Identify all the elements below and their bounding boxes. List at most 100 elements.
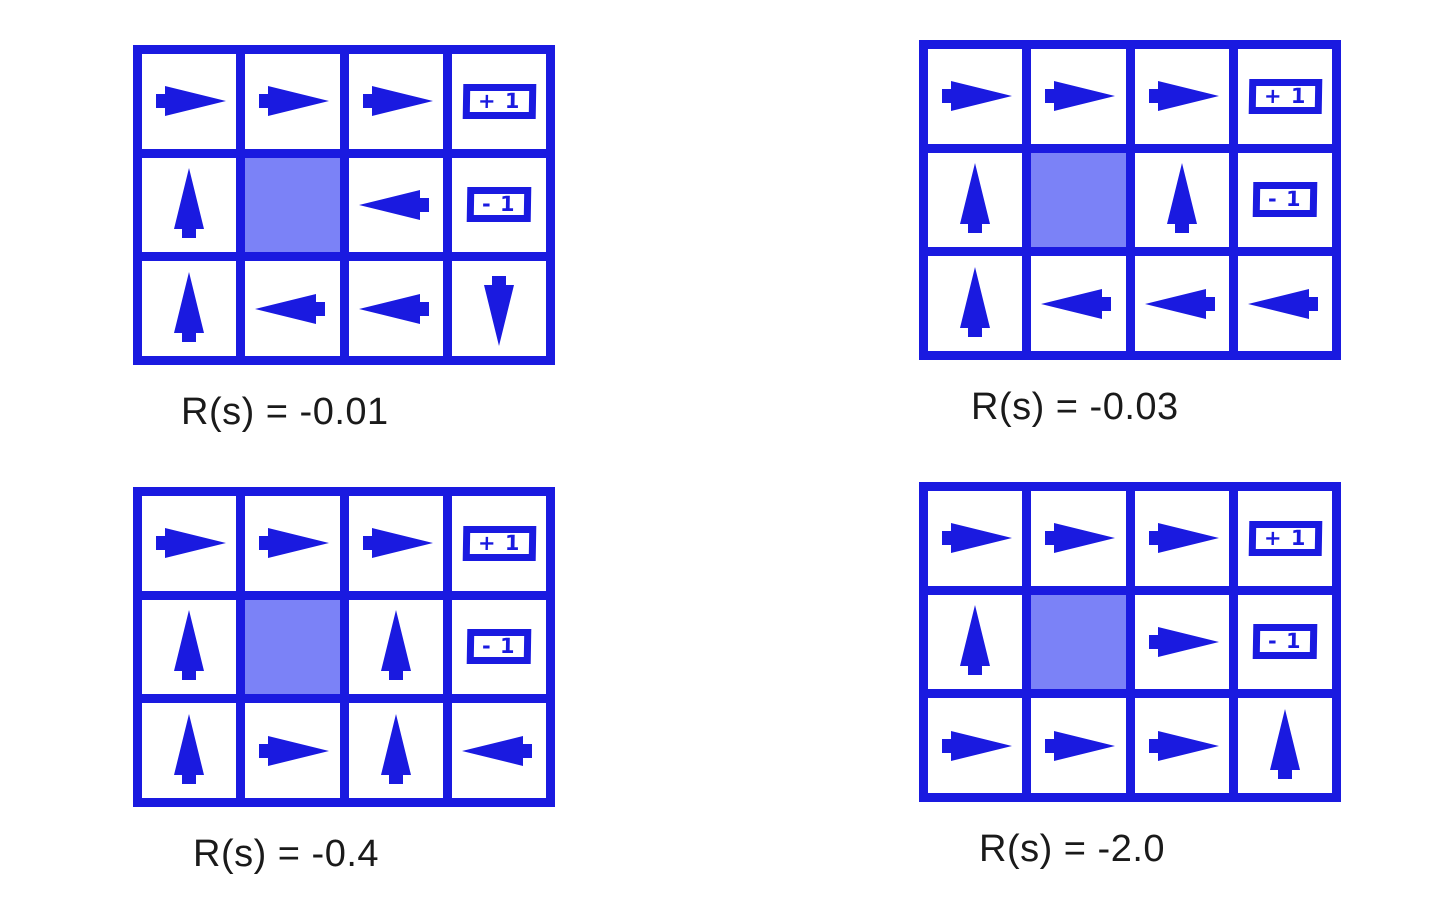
grid-cell-action-up[interactable] — [142, 261, 237, 356]
panel-caption: R(s) = -2.0 — [979, 828, 1166, 870]
arrow-right-icon — [259, 735, 330, 766]
grid-cell-action-right[interactable] — [1134, 698, 1229, 793]
arrow-right-icon — [1045, 730, 1116, 761]
terminal-positive-reward-box: + 1 — [462, 83, 536, 119]
policy-panel: + 1 - 1 R(s) = -2.0 — [724, 450, 1449, 901]
arrow-right-icon — [1045, 81, 1116, 112]
arrow-up-icon — [960, 162, 991, 233]
grid-cell-action-right[interactable] — [142, 496, 237, 591]
grid-cell-terminal-negative[interactable]: - 1 — [451, 599, 546, 695]
grid-cell-action-up[interactable] — [142, 703, 237, 798]
policy-grid-wrapper: + 1 - 1 — [919, 40, 1341, 360]
grid-cell-action-right[interactable] — [1031, 491, 1126, 586]
arrow-right-icon — [1148, 523, 1219, 554]
grid-cell-wall[interactable] — [245, 599, 340, 695]
arrow-up-icon — [1269, 708, 1300, 779]
grid-cell-action-right[interactable] — [142, 54, 237, 149]
grid-cell-action-right[interactable] — [245, 703, 340, 798]
terminal-positive-reward-box: + 1 — [1248, 520, 1322, 556]
grid-cell-terminal-positive[interactable]: + 1 — [1237, 491, 1332, 586]
arrow-up-icon — [174, 609, 205, 680]
panel-caption: R(s) = -0.4 — [193, 833, 380, 875]
grid-cell-action-up[interactable] — [1134, 152, 1229, 248]
arrow-right-icon — [1148, 81, 1219, 112]
terminal-negative-reward-box: - 1 — [1252, 624, 1317, 660]
grid-cell-action-right[interactable] — [1031, 698, 1126, 793]
grid-cell-action-right[interactable] — [1134, 49, 1229, 144]
arrow-left-icon — [255, 293, 326, 324]
terminal-negative-reward-box: - 1 — [466, 629, 531, 665]
grid-cell-action-up[interactable] — [348, 703, 443, 798]
grid-cell-action-right[interactable] — [348, 496, 443, 591]
policy-grid-wrapper: + 1 - 1 — [133, 45, 555, 365]
grid-cell-action-left[interactable] — [348, 261, 443, 356]
grid-cell-action-up[interactable] — [1237, 698, 1332, 793]
panel-caption: R(s) = -0.03 — [971, 386, 1179, 428]
grid-cell-action-right[interactable] — [1031, 49, 1126, 144]
grid-cell-action-left[interactable] — [1237, 256, 1332, 351]
grid-cell-action-left[interactable] — [245, 261, 340, 356]
panel-caption: R(s) = -0.01 — [181, 391, 389, 433]
grid-cell-action-up[interactable] — [928, 256, 1023, 351]
grid-cell-action-right[interactable] — [245, 496, 340, 591]
policy-grid: + 1 - 1 — [919, 40, 1341, 360]
grid-cell-terminal-negative[interactable]: - 1 — [1237, 594, 1332, 690]
arrow-right-icon — [1148, 626, 1219, 657]
grid-cell-wall[interactable] — [1031, 152, 1126, 248]
grid-cell-action-up[interactable] — [928, 594, 1023, 690]
grid-cell-terminal-positive[interactable]: + 1 — [1237, 49, 1332, 144]
grid-cell-action-up[interactable] — [928, 152, 1023, 248]
arrow-up-icon — [380, 609, 411, 680]
grid-cell-wall[interactable] — [1031, 594, 1126, 690]
arrow-up-icon — [174, 713, 205, 784]
arrow-right-icon — [259, 528, 330, 559]
grid-cell-action-left[interactable] — [451, 703, 546, 798]
arrow-left-icon — [1144, 288, 1215, 319]
grid-cell-action-left[interactable] — [1134, 256, 1229, 351]
arrow-right-icon — [362, 528, 433, 559]
policy-panel: + 1 - 1 R(s) = -0.01 — [0, 0, 724, 450]
arrow-left-icon — [1041, 288, 1112, 319]
policy-grid: + 1 - 1 — [919, 482, 1341, 802]
grid-cell-action-left[interactable] — [348, 157, 443, 253]
arrow-down-icon — [483, 275, 514, 346]
policy-grid-wrapper: + 1 - 1 — [919, 482, 1341, 802]
grid-cell-terminal-negative[interactable]: - 1 — [451, 157, 546, 253]
grid-cell-action-right[interactable] — [1134, 491, 1229, 586]
arrow-right-icon — [156, 86, 227, 117]
arrow-left-icon — [1247, 288, 1318, 319]
grid-cell-action-right[interactable] — [928, 491, 1023, 586]
grid-cell-action-right[interactable] — [348, 54, 443, 149]
arrow-up-icon — [174, 271, 205, 342]
policy-grid-wrapper: + 1 - 1 — [133, 487, 555, 807]
arrow-left-icon — [358, 293, 429, 324]
grid-cell-action-up[interactable] — [142, 157, 237, 253]
grid-cell-action-right[interactable] — [928, 698, 1023, 793]
grid-cell-terminal-positive[interactable]: + 1 — [451, 54, 546, 149]
grid-cell-terminal-negative[interactable]: - 1 — [1237, 152, 1332, 248]
arrow-up-icon — [960, 266, 991, 337]
grid-cell-terminal-positive[interactable]: + 1 — [451, 496, 546, 591]
arrow-up-icon — [174, 167, 205, 238]
grid-cell-action-right[interactable] — [245, 54, 340, 149]
arrow-right-icon — [1148, 730, 1219, 761]
grid-cell-wall[interactable] — [245, 157, 340, 253]
arrow-up-icon — [1166, 162, 1197, 233]
grid-cell-action-down[interactable] — [451, 261, 546, 356]
arrow-right-icon — [942, 81, 1013, 112]
arrow-right-icon — [156, 528, 227, 559]
grid-cell-action-right[interactable] — [1134, 594, 1229, 690]
terminal-positive-reward-box: + 1 — [1248, 78, 1322, 114]
grid-cell-action-right[interactable] — [928, 49, 1023, 144]
arrow-up-icon — [380, 713, 411, 784]
policy-grid: + 1 - 1 — [133, 45, 555, 365]
arrow-left-icon — [358, 189, 429, 220]
grid-cell-action-up[interactable] — [142, 599, 237, 695]
terminal-negative-reward-box: - 1 — [466, 187, 531, 223]
grid-cell-action-left[interactable] — [1031, 256, 1126, 351]
arrow-right-icon — [1045, 523, 1116, 554]
arrow-right-icon — [942, 730, 1013, 761]
grid-cell-action-up[interactable] — [348, 599, 443, 695]
policy-panel: + 1 - 1 R(s) = -0.4 — [0, 450, 724, 901]
